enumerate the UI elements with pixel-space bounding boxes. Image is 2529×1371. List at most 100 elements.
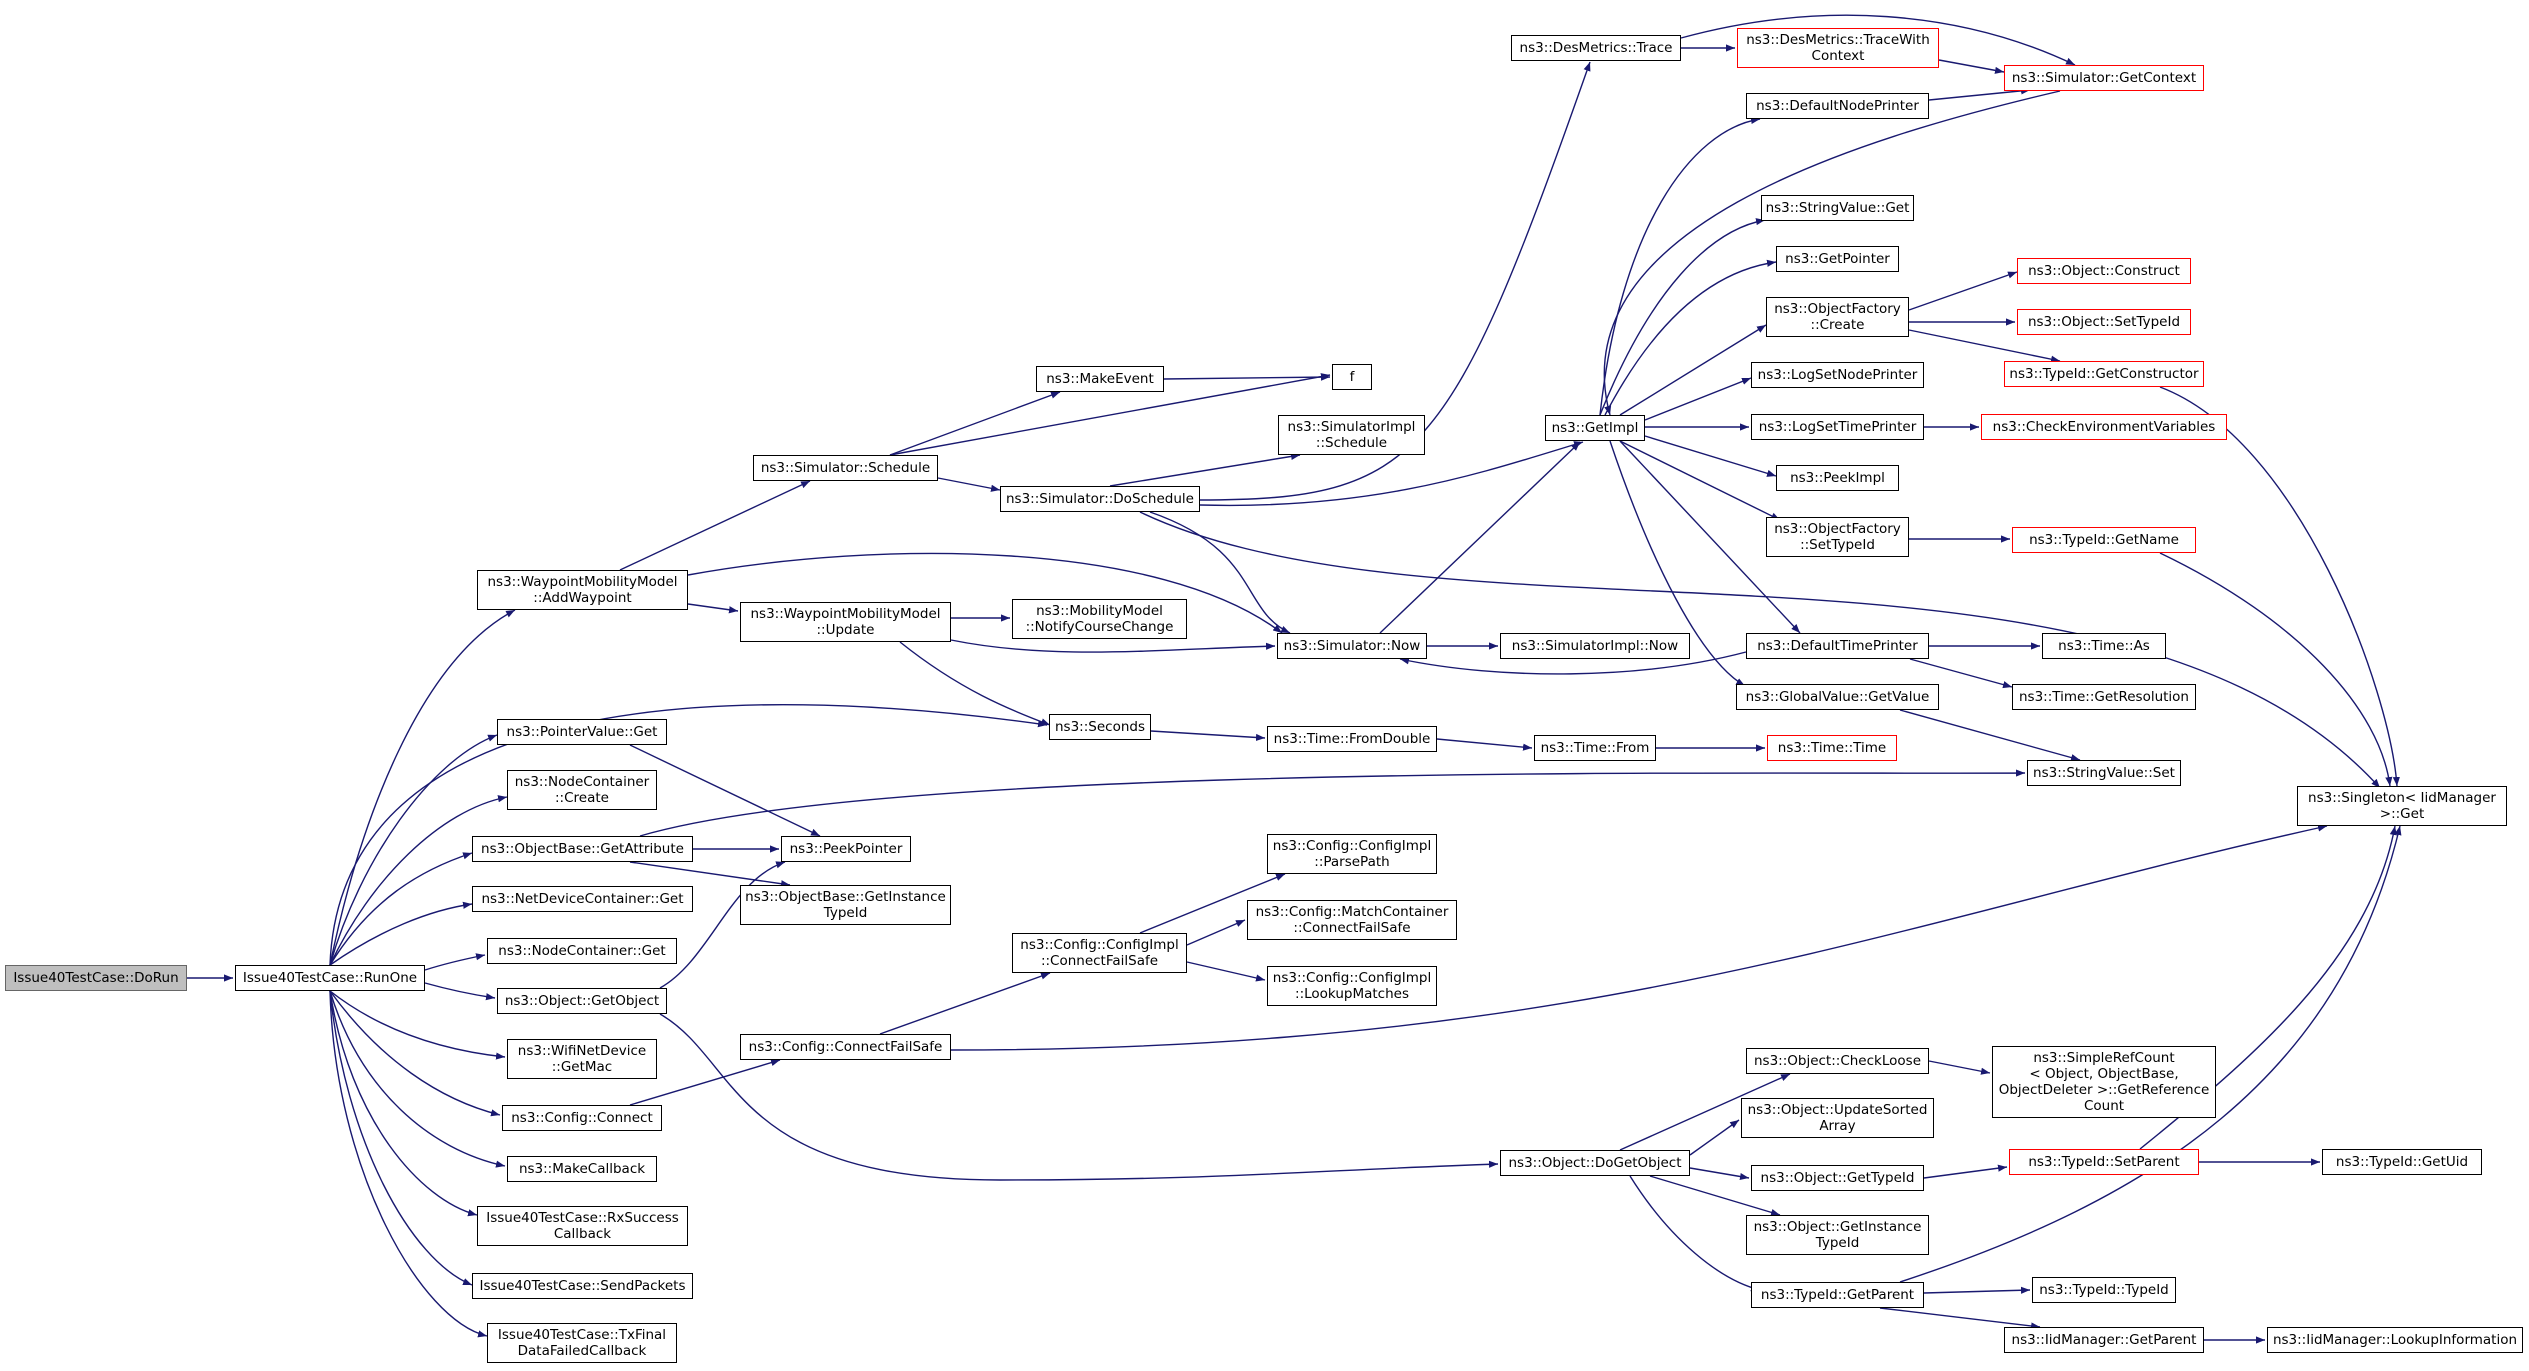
edge-cfgconnect-to-cfgcfs: [629, 1059, 781, 1106]
node-objectbase-getattribute[interactable]: ns3::ObjectBase::GetAttribute: [472, 836, 693, 862]
node-matchcontainer-connectfailsafe[interactable]: ns3::Config::MatchContainer ::ConnectFai…: [1247, 900, 1457, 940]
node-time-from[interactable]: ns3::Time::From: [1534, 735, 1656, 761]
node-time-fromdouble[interactable]: ns3::Time::FromDouble: [1267, 726, 1437, 752]
node-typeid-typeid[interactable]: ns3::TypeId::TypeId: [2032, 1277, 2176, 1303]
node-object-construct[interactable]: ns3::Object::Construct: [2017, 258, 2191, 284]
node-objectfactory-create[interactable]: ns3::ObjectFactory ::Create: [1766, 297, 1909, 337]
node-object-updatesortedarray[interactable]: ns3::Object::UpdateSorted Array: [1741, 1098, 1934, 1138]
node-objectbase-getinstancetypeid[interactable]: ns3::ObjectBase::GetInstance TypeId: [740, 885, 951, 925]
node-simulator-now[interactable]: ns3::Simulator::Now: [1277, 633, 1427, 659]
edge-ofcreate-to-construct: [1908, 271, 2018, 311]
node-time-as[interactable]: ns3::Time::As: [2042, 633, 2166, 659]
edge-runone-to-rxsucc: [329, 990, 478, 1217]
node-waypoint-addwaypoint[interactable]: ns3::WaypointMobilityModel ::AddWaypoint: [477, 570, 688, 610]
edge-ciconnect-to-parsepath: [1139, 873, 1286, 934]
node-desmetrics-tracewithcontext[interactable]: ns3::DesMetrics::TraceWith Context: [1737, 28, 1939, 68]
node-seconds[interactable]: ns3::Seconds: [1049, 714, 1151, 740]
edge-getimpl-to-deftime: [1619, 440, 1801, 634]
node-defaulttimeprinter[interactable]: ns3::DefaultTimePrinter: [1746, 633, 1929, 659]
node-configimpl-lookupmatches[interactable]: ns3::Config::ConfigImpl ::LookupMatches: [1267, 966, 1437, 1006]
edge-runone-to-nccreate: [329, 795, 508, 966]
edge-runone-to-cfgconnect: [329, 990, 501, 1117]
node-object-getinstancetypeid[interactable]: ns3::Object::GetInstance TypeId: [1746, 1215, 1929, 1255]
edge-tracewctx-to-getctx: [1938, 59, 2005, 74]
node-time-getresolution[interactable]: ns3::Time::GetResolution: [2012, 684, 2196, 710]
node-issue40-runone[interactable]: Issue40TestCase::RunOne: [235, 965, 425, 991]
node-globalvalue-getvalue[interactable]: ns3::GlobalValue::GetValue: [1736, 684, 1939, 710]
edge-getobj-to-dogetobj: [659, 1013, 1499, 1181]
edge-getctx-to-simnow: [1603, 90, 2061, 416]
node-configimpl-parsepath[interactable]: ns3::Config::ConfigImpl ::ParsePath: [1267, 834, 1437, 874]
edge-simsched-to-dosched: [937, 477, 1001, 492]
edge-getimpl-to-ofsettid: [1619, 440, 1781, 521]
node-issue40-txfinaldatafailedcallback[interactable]: Issue40TestCase::TxFinal DataFailedCallb…: [487, 1323, 677, 1363]
node-simplerefcount-getreferencecount[interactable]: ns3::SimpleRefCount < Object, ObjectBase…: [1992, 1046, 2216, 1118]
edge-runone-to-pointerget: [329, 734, 498, 966]
edge-tidgetparent-to-iidgetparent: [1879, 1307, 2041, 1330]
edge-simsched-to-f: [889, 373, 1331, 456]
node-object-checkloose[interactable]: ns3::Object::CheckLoose: [1746, 1048, 1929, 1074]
node-issue40-rxsuccesscallback[interactable]: Issue40TestCase::RxSuccess Callback: [477, 1206, 688, 1246]
node-issue40-sendpackets[interactable]: Issue40TestCase::SendPackets: [472, 1273, 693, 1299]
edge-deftime-to-simnow: [1399, 651, 1747, 675]
node-peekpointer[interactable]: ns3::PeekPointer: [781, 836, 911, 862]
node-typeid-getconstructor[interactable]: ns3::TypeId::GetConstructor: [2004, 361, 2204, 387]
node-waypoint-update[interactable]: ns3::WaypointMobilityModel ::Update: [740, 602, 951, 642]
node-pointervalue-get[interactable]: ns3::PointerValue::Get: [497, 719, 667, 745]
node-logsettimeprinter[interactable]: ns3::LogSetTimePrinter: [1751, 414, 1924, 440]
edge-dosched-to-simimpl: [1109, 452, 1301, 487]
node-simulator-schedule[interactable]: ns3::Simulator::Schedule: [753, 455, 938, 481]
node-nodecontainer-create[interactable]: ns3::NodeContainer ::Create: [507, 770, 657, 810]
node-wifinetdevice-getmac[interactable]: ns3::WifiNetDevice ::GetMac: [507, 1039, 657, 1079]
node-typeid-getparent[interactable]: ns3::TypeId::GetParent: [1751, 1282, 1924, 1308]
node-simulatorimpl-now[interactable]: ns3::SimulatorImpl::Now: [1500, 633, 1690, 659]
node-simulatorimpl-schedule[interactable]: ns3::SimulatorImpl ::Schedule: [1278, 415, 1425, 455]
node-typeid-getname[interactable]: ns3::TypeId::GetName: [2012, 527, 2196, 553]
node-makecallback[interactable]: ns3::MakeCallback: [507, 1156, 657, 1182]
edge-tidgetparent-to-singleton: [1899, 825, 2402, 1283]
edge-objgettid-to-setparent: [1923, 1164, 2008, 1179]
node-objectfactory-settypeid[interactable]: ns3::ObjectFactory ::SetTypeId: [1766, 517, 1909, 557]
node-logsetnodeprinter[interactable]: ns3::LogSetNodePrinter: [1751, 362, 1924, 388]
edge-simsched-to-makeevent: [889, 391, 1061, 456]
node-stringvalue-get[interactable]: ns3::StringValue::Get: [1761, 195, 1914, 221]
node-desmetrics-trace[interactable]: ns3::DesMetrics::Trace: [1511, 35, 1681, 61]
node-stringvalue-set[interactable]: ns3::StringValue::Set: [2027, 760, 2181, 786]
node-object-getobject[interactable]: ns3::Object::GetObject: [497, 988, 667, 1014]
node-simulator-doschedule[interactable]: ns3::Simulator::DoSchedule: [1000, 486, 1200, 512]
node-nodecontainer-get[interactable]: ns3::NodeContainer::Get: [487, 938, 677, 964]
node-netdevicecontainer-get[interactable]: ns3::NetDeviceContainer::Get: [472, 886, 693, 912]
node-checkenvironmentvariables[interactable]: ns3::CheckEnvironmentVariables: [1981, 414, 2227, 440]
node-configimpl-connectfailsafe[interactable]: ns3::Config::ConfigImpl ::ConnectFailSaf…: [1012, 933, 1187, 973]
node-object-dogetobject[interactable]: ns3::Object::DoGetObject: [1500, 1150, 1690, 1176]
node-mobilitymodel-notifycoursechange[interactable]: ns3::MobilityModel ::NotifyCourseChange: [1012, 599, 1187, 639]
node-time-time[interactable]: ns3::Time::Time: [1767, 735, 1897, 761]
node-defaultnodeprinter[interactable]: ns3::DefaultNodePrinter: [1746, 93, 1929, 119]
node-typeid-setparent[interactable]: ns3::TypeId::SetParent: [2009, 1149, 2199, 1175]
edge-runone-to-getobject: [424, 982, 496, 1001]
node-getpointer[interactable]: ns3::GetPointer: [1776, 246, 1899, 272]
edge-getimpl-to-defnode: [1599, 116, 1761, 416]
edge-makeevent-to-f: [1163, 373, 1331, 381]
node-typeid-getuid[interactable]: ns3::TypeId::GetUid: [2322, 1149, 2482, 1175]
edge-trace-to-getctx: [1680, 14, 2076, 66]
edge-addwp-to-simnow: [687, 552, 1283, 634]
node-f[interactable]: f: [1332, 364, 1372, 390]
node-iidmanager-lookupinformation[interactable]: ns3::IidManager::LookupInformation: [2267, 1327, 2523, 1353]
node-singleton-iidmanager-get[interactable]: ns3::Singleton< IidManager >::Get: [2297, 786, 2507, 826]
node-object-settypeid[interactable]: ns3::Object::SetTypeId: [2017, 309, 2191, 335]
node-config-connect[interactable]: ns3::Config::Connect: [502, 1105, 662, 1131]
node-makeevent[interactable]: ns3::MakeEvent: [1036, 366, 1164, 392]
edge-ofcreate-to-getctor: [1908, 329, 2061, 363]
edge-addwp-to-wpupdate: [687, 603, 739, 614]
node-simulator-getcontext[interactable]: ns3::Simulator::GetContext: [2004, 65, 2204, 91]
node-getimpl[interactable]: ns3::GetImpl: [1545, 415, 1645, 441]
edge-simnow-to-getimpl: [1379, 441, 1581, 634]
node-object-gettypeid[interactable]: ns3::Object::GetTypeId: [1751, 1165, 1924, 1191]
node-config-connectfailsafe[interactable]: ns3::Config::ConnectFailSafe: [740, 1034, 951, 1060]
node-peekimpl[interactable]: ns3::PeekImpl: [1776, 465, 1899, 491]
edge-runone-to-sendpk: [329, 990, 473, 1286]
edge-getimpl-to-strget: [1599, 218, 1766, 416]
edge-defnode-to-getctx: [1928, 87, 2031, 101]
node-iidmanager-getparent[interactable]: ns3::IidManager::GetParent: [2004, 1327, 2204, 1353]
